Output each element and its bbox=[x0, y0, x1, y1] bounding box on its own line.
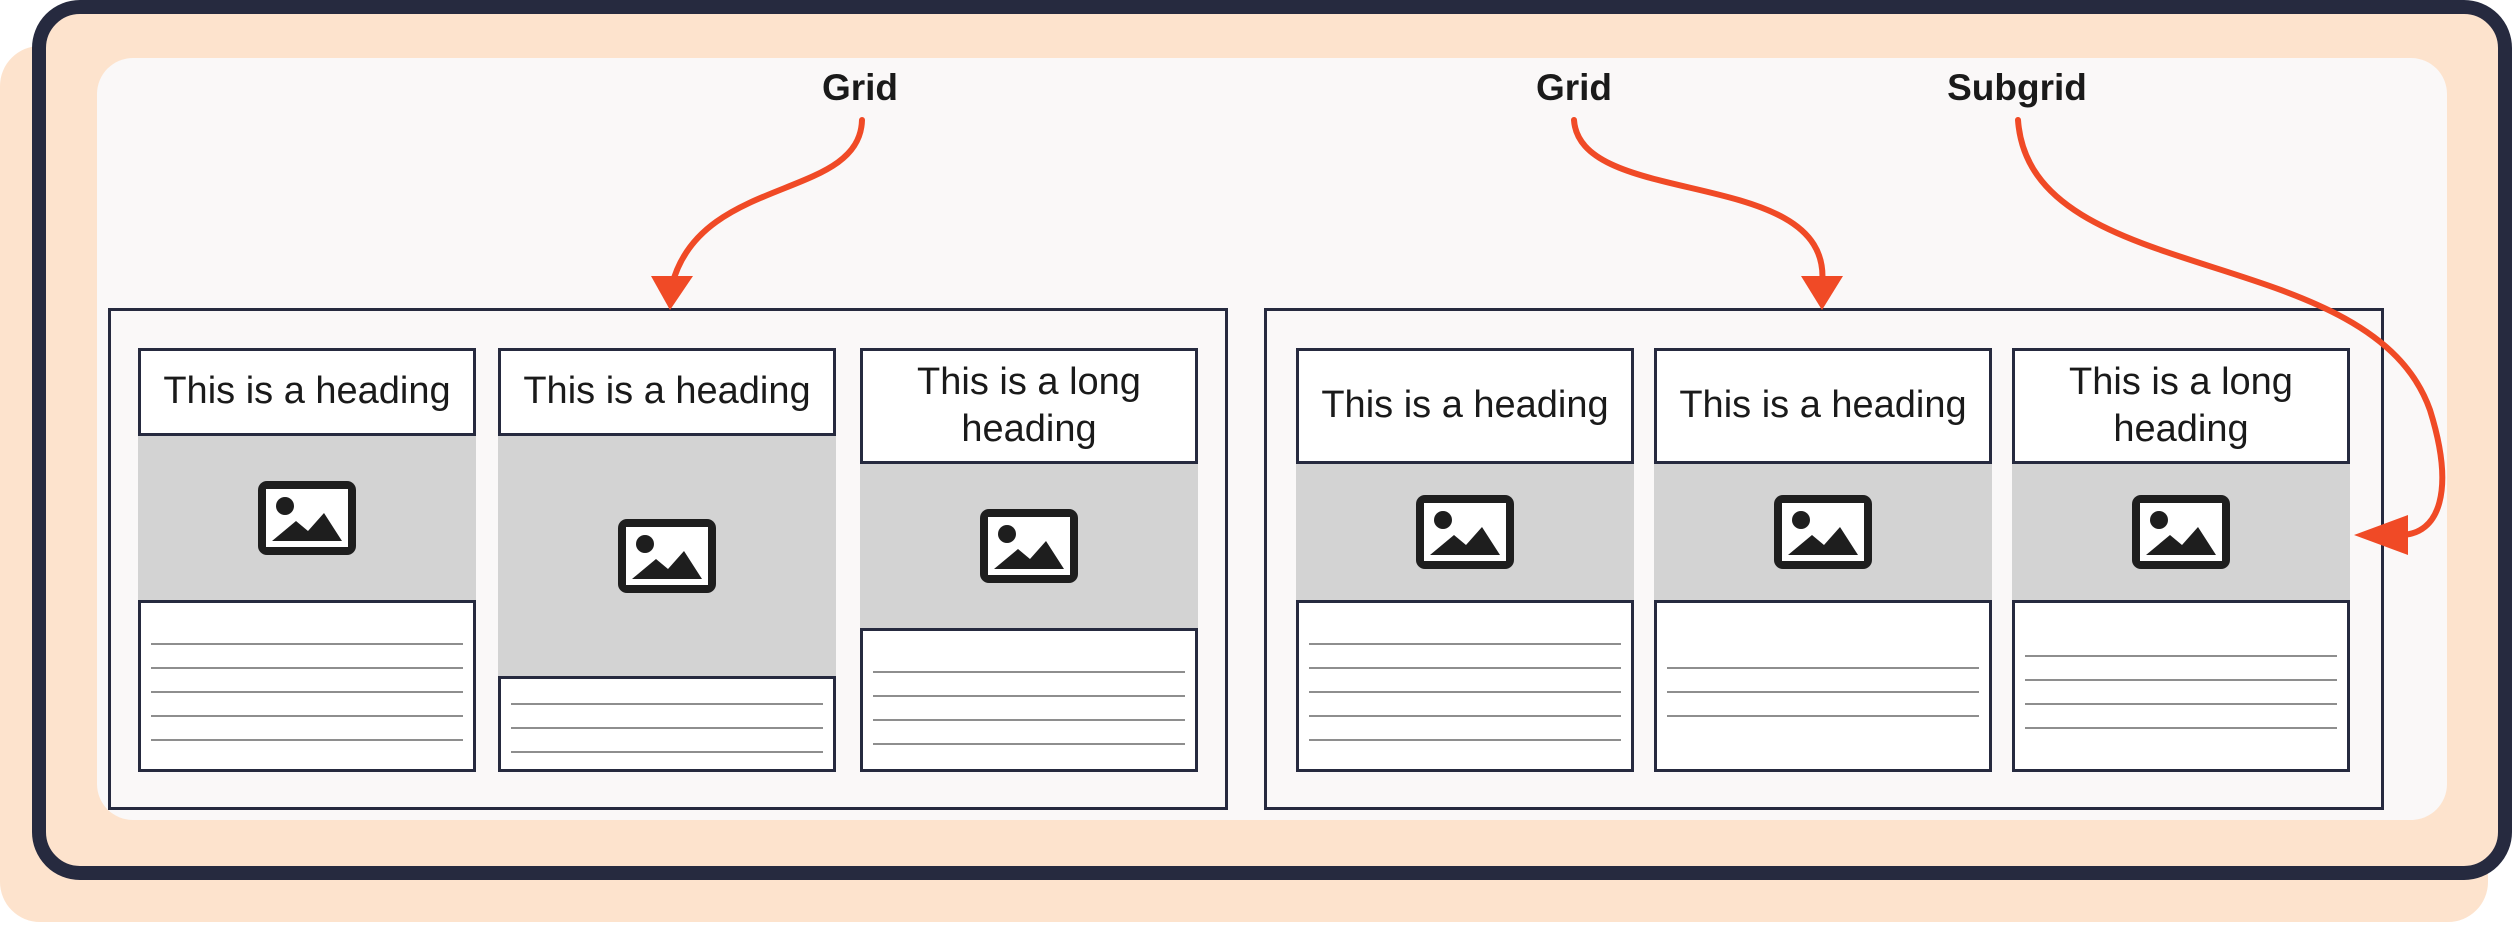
left-card-3-text bbox=[860, 628, 1198, 772]
image-icon bbox=[1416, 495, 1514, 569]
right-card-1-heading: This is a heading bbox=[1296, 348, 1634, 464]
right-card-2-image bbox=[1654, 464, 1992, 600]
subgrid-arrow bbox=[2015, 117, 2446, 538]
label-subgrid: Subgrid bbox=[1947, 67, 2087, 108]
image-icon bbox=[1774, 495, 1872, 569]
left-card-2-image bbox=[498, 436, 836, 676]
left-card-3-heading-text: This is a long heading bbox=[917, 360, 1141, 451]
right-card-1-heading-text: This is a heading bbox=[1321, 384, 1609, 427]
left-card-1-image bbox=[138, 436, 476, 600]
right-grid-arrowhead bbox=[1801, 276, 1843, 310]
right-card-3-image bbox=[2012, 464, 2350, 600]
right-card-1-text bbox=[1296, 600, 1634, 772]
left-grid-arrowhead bbox=[651, 276, 693, 310]
image-icon bbox=[980, 509, 1078, 583]
right-grid-arrow bbox=[1571, 117, 1826, 288]
image-icon bbox=[618, 519, 716, 593]
label-left-grid: Grid bbox=[821, 67, 899, 108]
image-icon bbox=[2132, 495, 2230, 569]
right-card-1-image bbox=[1296, 464, 1634, 600]
right-card-3-heading-text: This is a long heading bbox=[2069, 360, 2293, 451]
right-card-3-text bbox=[2012, 600, 2350, 772]
right-card-3-heading: This is a long heading bbox=[2012, 348, 2350, 464]
left-card-2-heading: This is a heading bbox=[498, 348, 836, 436]
subgrid-arrowhead bbox=[2354, 515, 2408, 555]
right-card-2-heading: This is a heading bbox=[1654, 348, 1992, 464]
right-card-2-heading-text: This is a heading bbox=[1679, 384, 1967, 427]
right-card-2-text bbox=[1654, 600, 1992, 772]
left-card-1-text bbox=[138, 600, 476, 772]
left-card-1-heading: This is a heading bbox=[138, 348, 476, 436]
left-card-3-image bbox=[860, 464, 1198, 628]
image-icon bbox=[258, 481, 356, 555]
left-card-2-heading-text: This is a heading bbox=[523, 370, 811, 413]
left-card-2-text bbox=[498, 676, 836, 772]
label-right-grid: Grid bbox=[1535, 67, 1613, 108]
left-card-3-heading: This is a long heading bbox=[860, 348, 1198, 464]
left-card-1-heading-text: This is a heading bbox=[163, 370, 451, 413]
left-grid-arrow bbox=[669, 117, 865, 288]
